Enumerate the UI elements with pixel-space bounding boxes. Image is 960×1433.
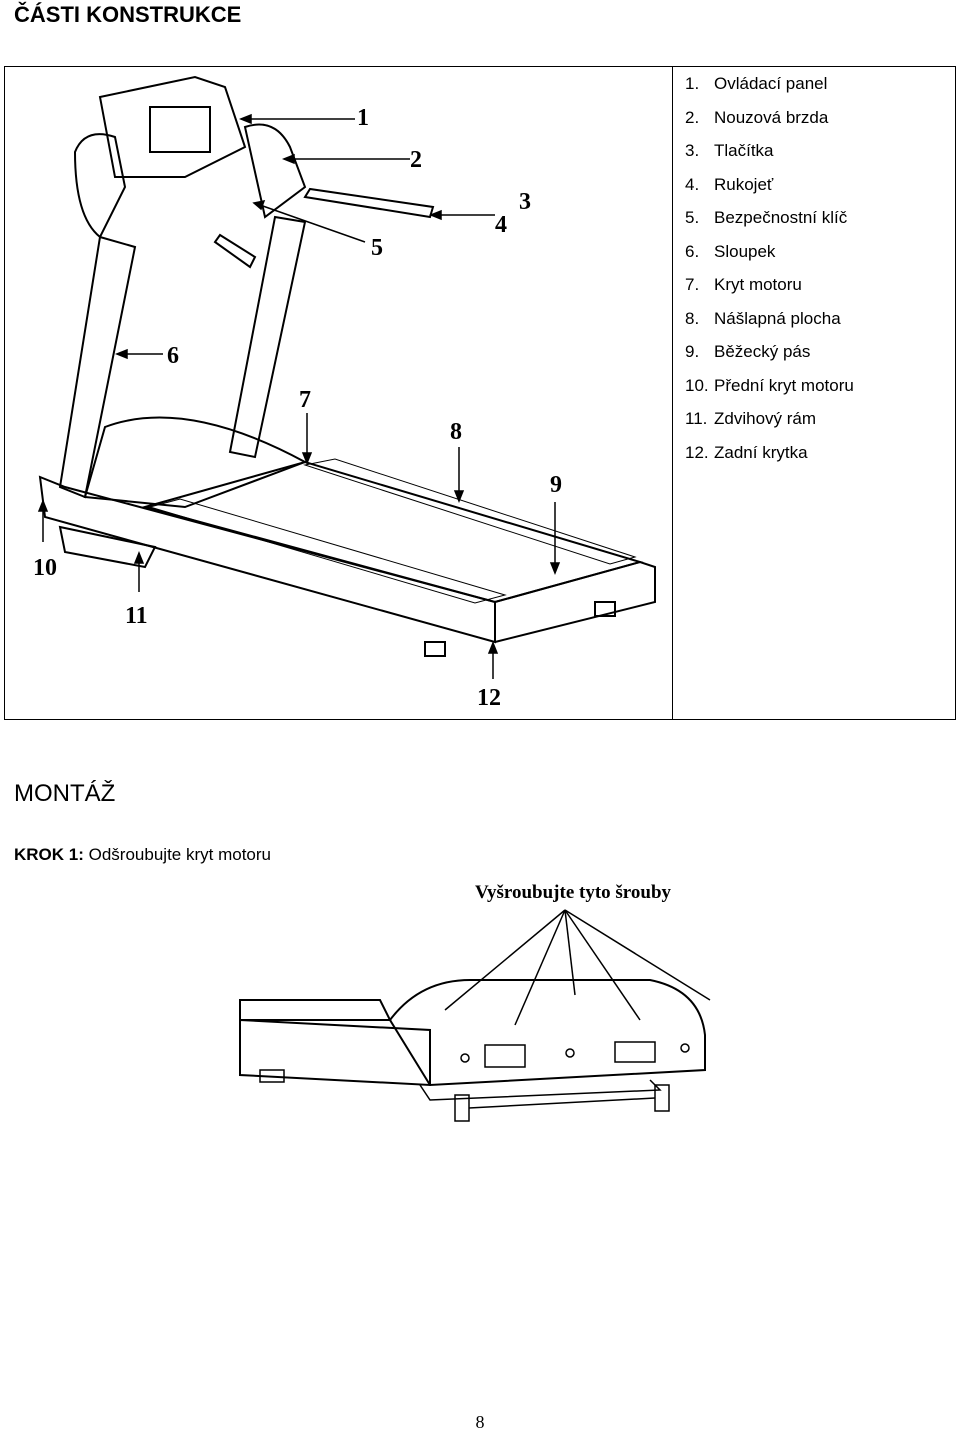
section-title: ČÁSTI KONSTRUKCE	[14, 2, 242, 27]
callout-12: 12	[477, 685, 501, 711]
power-socket	[484, 1044, 526, 1068]
assembly-title: MONTÁŽ	[14, 780, 116, 807]
callout-3: 3	[519, 189, 531, 215]
rear-foot-right	[594, 601, 616, 617]
left-footrail	[148, 498, 507, 604]
rear-cap	[494, 560, 656, 643]
list-item: 4.Rukojeť	[685, 174, 774, 194]
motor-hood-outline	[388, 979, 706, 1087]
treadmill-figure-cell: 1 2 3 4 5 6 7 8 9 10 11 12	[5, 67, 673, 719]
callout-7: 7	[299, 387, 311, 413]
list-item: 6.Sloupek	[685, 241, 776, 261]
list-item: 10.Přední kryt motoru	[685, 375, 854, 395]
deck-side	[239, 1018, 431, 1087]
list-item: 7.Kryt motoru	[685, 275, 802, 294]
list-item: 5.Bezpečnostní klíč	[685, 208, 848, 227]
right-upright	[228, 215, 307, 459]
list-item: 12.Zadní krytka	[685, 442, 808, 462]
left-handlebar	[213, 233, 257, 269]
switch-panel	[614, 1041, 656, 1063]
callout-1: 1	[357, 105, 369, 131]
console-outline	[98, 75, 247, 178]
left-handle-frame	[73, 133, 127, 239]
right-handlebar	[303, 187, 435, 219]
callout-6: 6	[167, 343, 179, 369]
list-item: 2.Nouzová brzda	[685, 107, 829, 127]
left-upright	[58, 235, 137, 499]
arrow-5	[259, 204, 366, 243]
right-handle-frame	[243, 123, 307, 219]
step-text: Odšroubujte kryt motoru	[83, 845, 271, 864]
rear-foot-left	[424, 641, 446, 657]
callout-2: 2	[410, 147, 422, 173]
running-belt	[141, 460, 644, 604]
callout-8: 8	[450, 419, 462, 445]
console-screen	[149, 106, 211, 153]
step-1-heading: KROK 1: Odšroubujte kryt motoru	[14, 845, 271, 865]
callout-9: 9	[550, 472, 562, 498]
pointer-line	[514, 909, 566, 1026]
list-item: 11.Zdvihový rám	[685, 409, 817, 428]
callout-5: 5	[371, 235, 383, 261]
step-prefix: KROK 1:	[14, 845, 84, 864]
lift-frame	[58, 525, 157, 569]
right-footrail	[303, 458, 637, 565]
list-item: 1.Ovládací panel	[685, 74, 828, 93]
parts-table: 1 2 3 4 5 6 7 8 9 10 11 12 1.Ovládací pa…	[4, 66, 956, 720]
figure2-caption: Vyšroubujte tyto šrouby	[475, 882, 672, 903]
roller-right	[654, 1084, 670, 1112]
list-item: 9.Běžecký pás	[685, 342, 811, 361]
list-item: 3.Tlačítka	[685, 141, 774, 160]
foot-left	[259, 1069, 285, 1083]
page-number: 8	[475, 1412, 485, 1432]
parts-list-cell: 1.Ovládací panel 2.Nouzová brzda 3.Tlačí…	[673, 67, 955, 719]
motor-cover-figure: Vyšroubujte tyto šrouby	[239, 882, 711, 1122]
deck-end	[239, 999, 392, 1021]
callout-11: 11	[125, 603, 148, 629]
treadmill-figure: 1 2 3 4 5 6 7 8 9 10 11 12	[33, 75, 656, 711]
parts-list: 1.Ovládací panel 2.Nouzová brzda 3.Tlačí…	[685, 67, 854, 469]
callout-10: 10	[33, 555, 57, 581]
callout-4: 4	[495, 212, 507, 238]
list-item: 8.Nášlapná plocha	[685, 308, 841, 328]
